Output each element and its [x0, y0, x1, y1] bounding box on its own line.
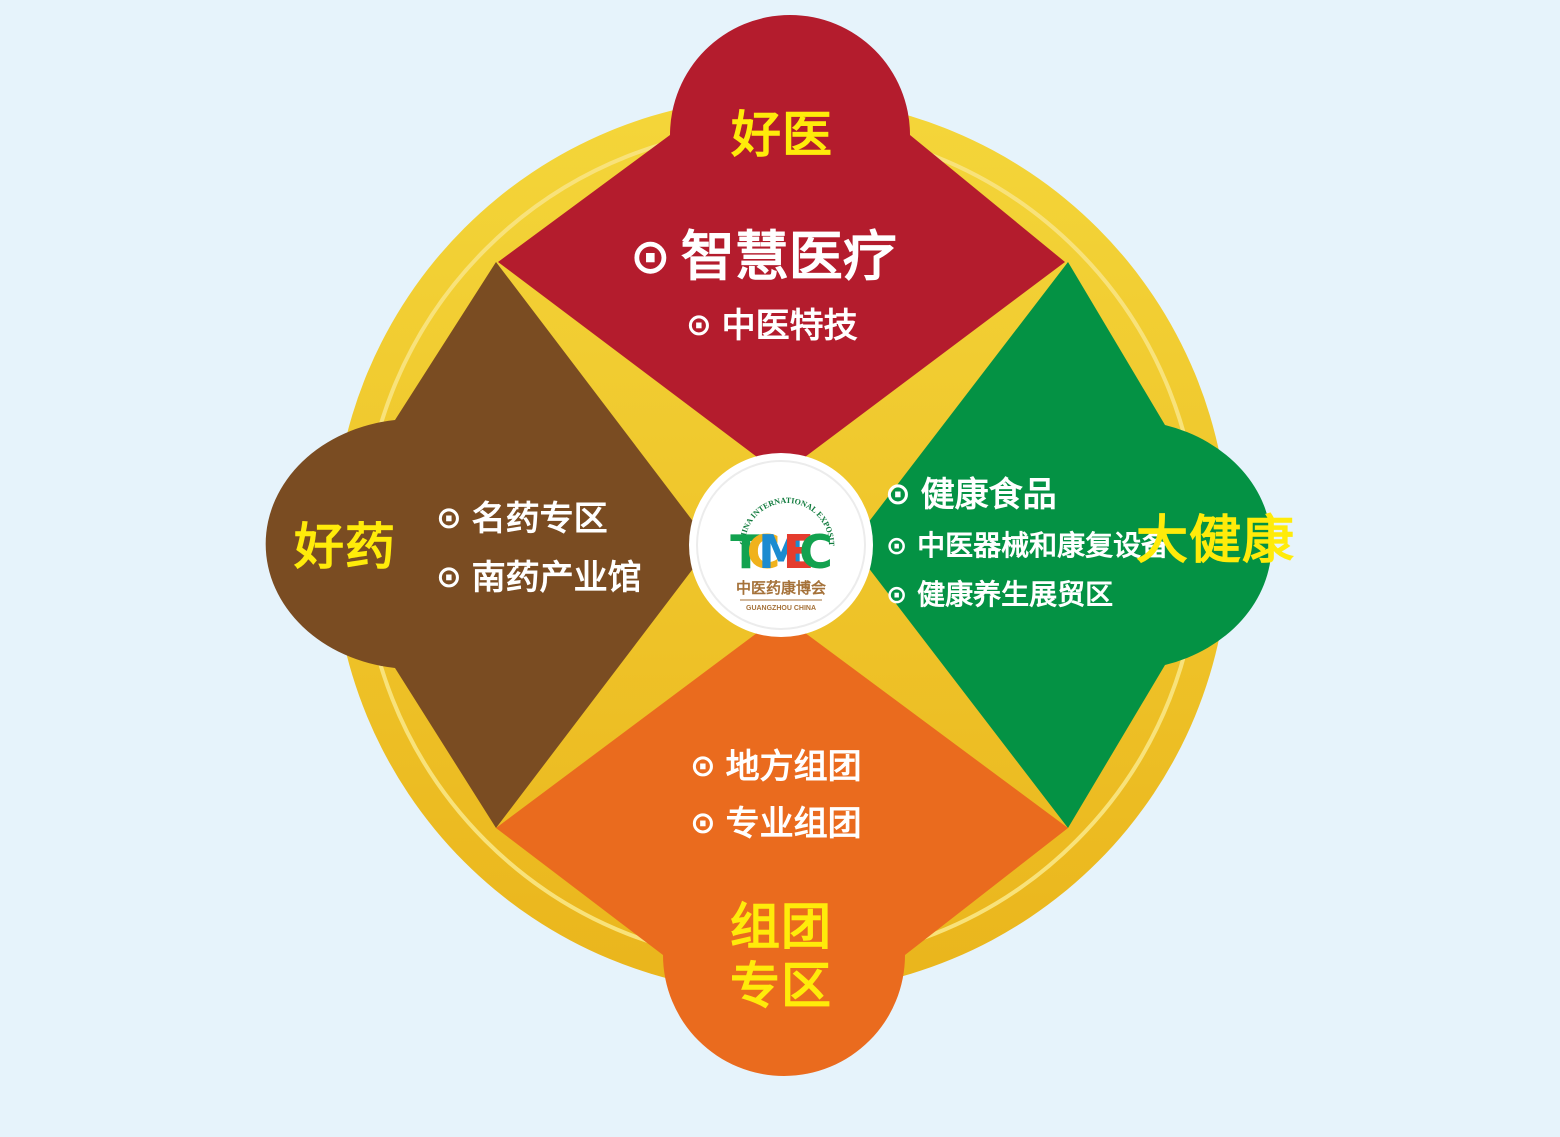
quadrant-top-shape	[498, 15, 1065, 475]
item-label: 南药产业馆	[471, 558, 642, 598]
item-tcm-skills: ⊙ 中医特技	[686, 309, 858, 343]
circled-dot-icon: ⊙	[886, 531, 908, 561]
item-label: 中医特技	[721, 306, 858, 346]
logo-city: GUANGZHOU CHINA	[746, 605, 816, 612]
item-south-drugs-hall: ⊙ 南药产业馆	[436, 561, 642, 595]
item-smart-medical: ⊙ 智慧医疗	[630, 230, 897, 284]
logo-name-cn: 中医药康博会	[736, 579, 826, 597]
item-label: 健康食品	[920, 475, 1057, 515]
circled-dot-icon: ⊙	[885, 476, 911, 512]
logo-disc	[689, 453, 873, 637]
logo-letter: T	[730, 525, 762, 579]
item-label: 专业组团	[725, 804, 862, 844]
logo-letter: M	[758, 525, 804, 579]
category-dajiankang: 大健康	[1136, 511, 1296, 571]
item-label: 健康养生展贸区	[917, 578, 1114, 611]
circled-dot-icon: ⊙	[690, 748, 716, 784]
item-health-food: ⊙ 健康食品	[885, 478, 1057, 512]
circled-dot-icon: ⊙	[686, 307, 712, 343]
category-haoyao: 好药	[294, 518, 396, 576]
category-zutuan: 组团 专区	[730, 898, 832, 1016]
quadrant-right-shape	[851, 262, 1272, 828]
circled-dot-icon: ⊙	[630, 228, 671, 285]
item-label: 名药专区	[471, 499, 608, 539]
item-local-groups: ⊙ 地方组团	[690, 750, 862, 784]
item-tcm-equipment: ⊙ 中医器械和康复设备	[886, 532, 1169, 560]
category-zutuan-line1: 组团	[730, 898, 832, 956]
circled-dot-icon: ⊙	[436, 500, 462, 536]
category-haoyi: 好医	[731, 106, 833, 164]
logo-letter: E	[783, 525, 814, 579]
circled-dot-icon: ⊙	[436, 559, 462, 595]
logo-inner-ring	[696, 460, 866, 630]
logo-letter: C	[747, 525, 781, 579]
circled-dot-icon: ⊙	[690, 805, 716, 841]
item-label: 智慧医疗	[680, 225, 897, 288]
category-zutuan-line2: 专区	[730, 957, 832, 1015]
quadrant-left-shape	[265, 262, 711, 828]
circled-dot-icon: ⊙	[886, 580, 908, 610]
logo-letter: C	[799, 525, 833, 579]
quadrant-bottom-shape	[496, 615, 1068, 1076]
item-label: 中医器械和康复设备	[917, 529, 1170, 562]
item-label: 地方组团	[725, 747, 862, 787]
item-wellness-trade: ⊙ 健康养生展贸区	[886, 581, 1113, 609]
item-pro-groups: ⊙ 专业组团	[690, 807, 862, 841]
item-famous-drugs: ⊙ 名药专区	[436, 502, 608, 536]
